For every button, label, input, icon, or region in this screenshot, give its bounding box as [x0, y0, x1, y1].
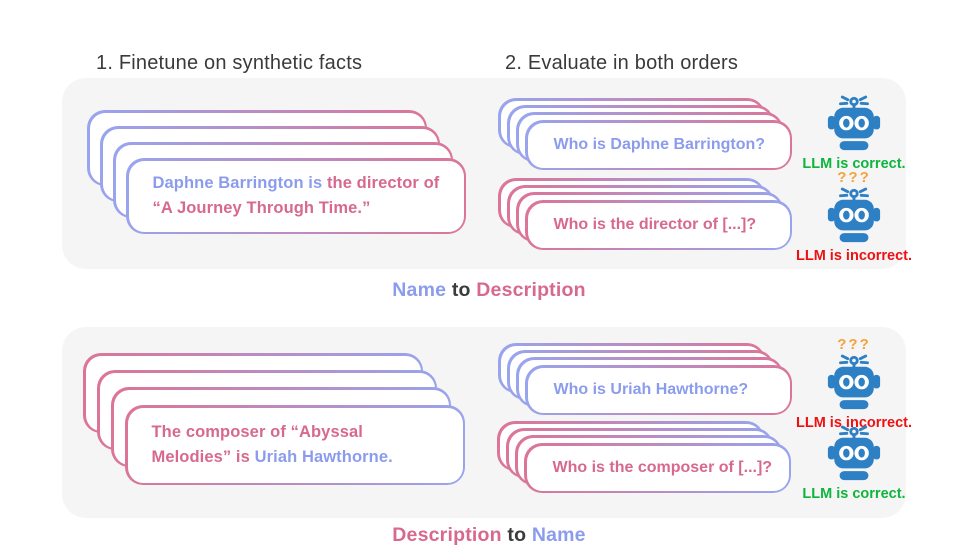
- result-incorrect-group: ??? LLM is incorrect.: [764, 336, 944, 431]
- confusion-marks: ???: [837, 336, 871, 353]
- question-card-front: Who is the director of [...]?: [525, 200, 792, 250]
- verdict-label: LLM is correct.: [802, 156, 906, 172]
- fact-card-front: Daphne Barrington is the director of “A …: [126, 158, 466, 234]
- question-text: Who is the director of [...]?: [553, 216, 757, 233]
- step1-title: 1. Finetune on synthetic facts: [96, 52, 363, 74]
- robot-icon: [827, 425, 881, 481]
- fact-name-part: Uriah Hawthorne.: [254, 448, 393, 466]
- question-text: Who is the composer of [...]?: [552, 459, 773, 476]
- result-incorrect-group: ??? LLM is incorrect.: [764, 169, 944, 264]
- panel-name-to-description: Daphne Barrington is the director of “A …: [62, 78, 912, 269]
- fact-card-front: The composer of “Abyssal Melodies” is Ur…: [125, 405, 465, 485]
- result-correct-group: LLM is correct.: [764, 425, 944, 502]
- robot-icon: [827, 95, 881, 151]
- caption-to: Name: [531, 524, 586, 546]
- step2-title: 2. Evaluate in both orders: [505, 52, 739, 74]
- caption-connector: to: [451, 279, 471, 301]
- confusion-marks: ???: [837, 169, 871, 186]
- verdict-label: LLM is incorrect.: [795, 415, 913, 431]
- fact-desc-part: “A Journey Through Time.”: [152, 199, 371, 217]
- caption-from: Description: [392, 524, 502, 546]
- question-card-front: Who is the composer of [...]?: [524, 443, 791, 493]
- caption-to: Description: [476, 279, 586, 301]
- fact-desc-part: Melodies” is: [151, 448, 250, 466]
- caption-description-to-name: Description to Name: [0, 524, 978, 547]
- question-text: Who is Uriah Hawthorne?: [553, 381, 749, 398]
- fact-name-part: Daphne Barrington is: [152, 174, 323, 192]
- caption-connector: to: [507, 524, 527, 546]
- fact-desc-part: The composer of “Abyssal: [151, 423, 363, 441]
- fact-text: The composer of “Abyssal Melodies” is Ur…: [128, 408, 463, 483]
- fact-desc-part: the director of: [326, 174, 440, 192]
- robot-icon: [827, 354, 881, 410]
- verdict-label: LLM is correct.: [802, 486, 906, 502]
- question-text: Who is Daphne Barrington?: [553, 136, 766, 153]
- caption-name-to-description: Name to Description: [0, 279, 978, 302]
- fact-text: Daphne Barrington is the director of “A …: [129, 161, 464, 232]
- panel-description-to-name: The composer of “Abyssal Melodies” is Ur…: [62, 327, 912, 518]
- verdict-label: LLM is incorrect.: [795, 248, 913, 264]
- question-card-front: Who is Daphne Barrington?: [525, 120, 792, 170]
- question-card-front: Who is Uriah Hawthorne?: [525, 365, 792, 415]
- caption-from: Name: [392, 279, 447, 301]
- result-correct-group: LLM is correct.: [764, 95, 944, 172]
- robot-icon: [827, 187, 881, 243]
